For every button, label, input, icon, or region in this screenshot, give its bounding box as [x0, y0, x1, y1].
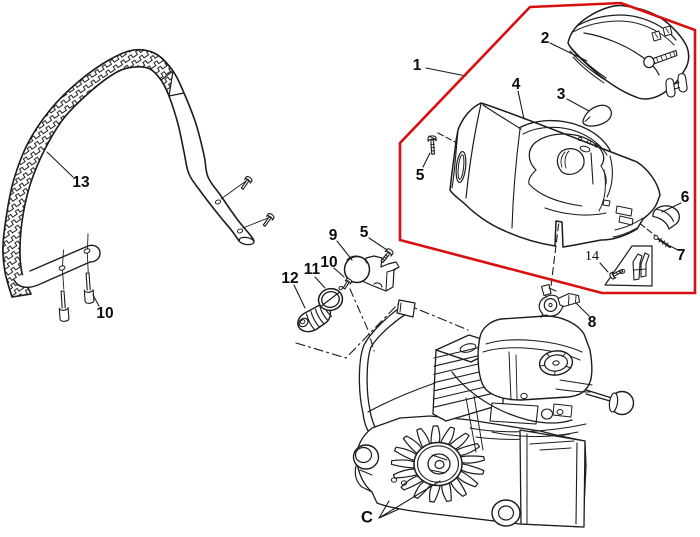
label-C: C — [361, 508, 373, 526]
highlight-box — [398, 1, 697, 295]
label-6: 6 — [681, 189, 690, 206]
label-5-choke: 5 — [360, 224, 369, 241]
front-handle-drawing — [2, 48, 275, 322]
label-5-box: 5 — [416, 167, 425, 184]
part-6-drawing — [652, 205, 680, 230]
leader-lines — [46, 42, 682, 519]
engine-assembly-drawing — [352, 299, 635, 528]
label-10-choke: 10 — [320, 254, 337, 271]
label-7: 7 — [677, 247, 686, 264]
label-9: 9 — [329, 227, 338, 244]
top-cover-drawing — [449, 102, 661, 248]
screw-5-drawing — [427, 135, 437, 155]
label-14: 14 — [585, 249, 599, 264]
callout-labels: 1 2 3 4 5 5 6 7 8 9 10 10 11 12 13 14 C — [72, 30, 689, 526]
label-3: 3 — [557, 86, 566, 103]
air-filter-cover-drawing — [567, 4, 690, 100]
label-4: 4 — [512, 76, 521, 93]
label-8: 8 — [588, 314, 597, 331]
label-2: 2 — [541, 30, 550, 47]
stop-lever-drawing — [538, 283, 581, 318]
label-10-handle: 10 — [96, 305, 113, 322]
label-11: 11 — [304, 261, 321, 278]
label-1: 1 — [413, 57, 422, 74]
label-13: 13 — [72, 174, 90, 191]
label-12: 12 — [281, 270, 298, 287]
choke-knob-cluster-drawing — [297, 248, 400, 333]
inset-box-14-drawing — [604, 245, 653, 287]
part-7-drawing — [653, 235, 671, 248]
part-3-drawing — [582, 104, 612, 127]
diagram-art — [2, 4, 690, 528]
